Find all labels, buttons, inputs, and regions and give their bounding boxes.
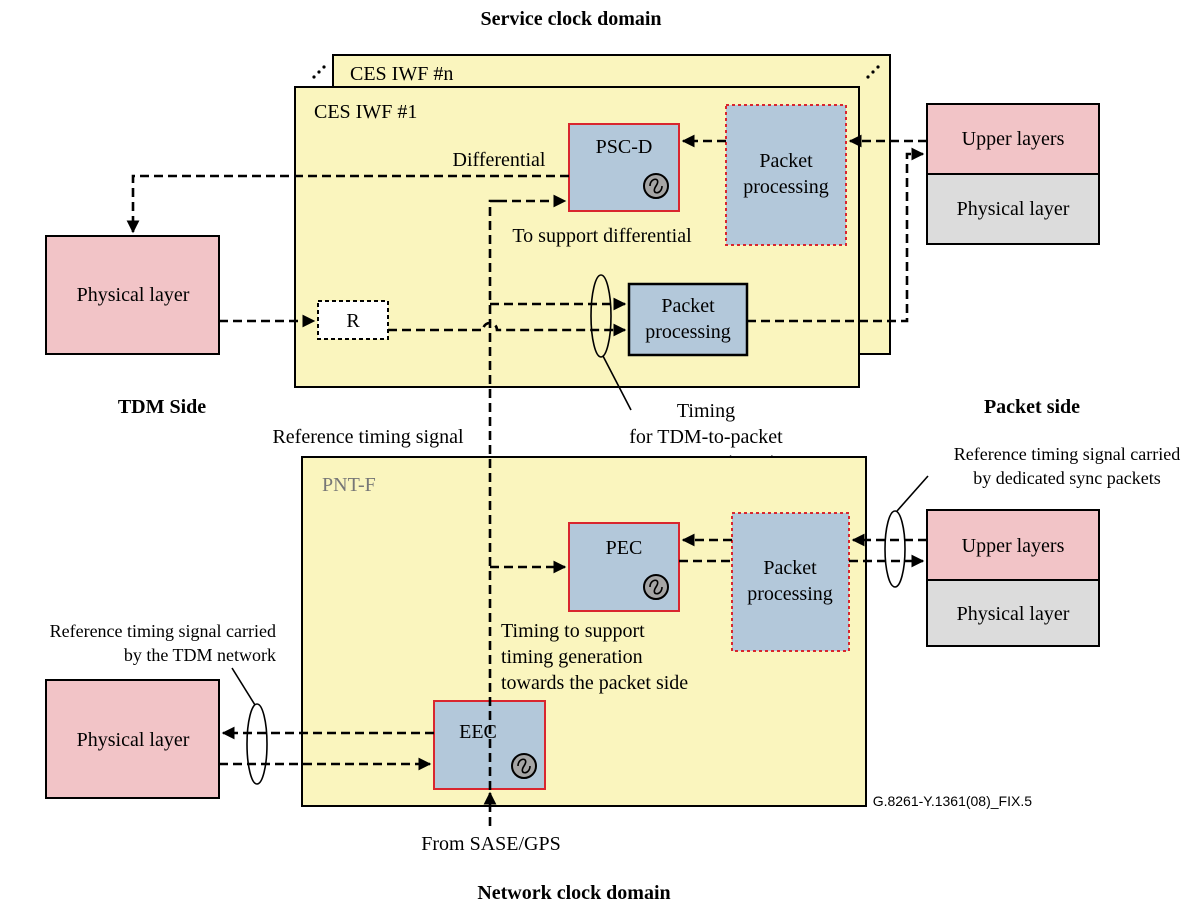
tdm-physical-layer-bottom-label: Physical layer (77, 729, 190, 751)
tdm-physical-layer-top (45, 235, 220, 355)
r-label: R (346, 310, 360, 332)
timing-leader (602, 355, 632, 411)
from-sase-gps-label: From SASE/GPS (421, 833, 561, 855)
pscd-label: PSC-D (596, 136, 653, 158)
pntf-label: PNT-F (322, 474, 376, 496)
packet-side-label: Packet side (984, 396, 1080, 418)
reference-timing-vertical (488, 199, 498, 790)
physical-layer-bottom-right (926, 579, 1100, 647)
ref-tdm-network-line2: by the TDM network (124, 645, 276, 665)
pp-to-upper-arrow (747, 147, 925, 323)
tdm-physical-layer-top-label: Physical layer (77, 284, 190, 306)
differential-arrow (126, 174, 569, 234)
timing-support-line3: towards the packet side (501, 672, 688, 694)
to-support-differential-label: To support differential (512, 225, 692, 247)
timing-ellipse (590, 274, 612, 358)
ces-iwf-n-label: CES IWF #n (350, 63, 453, 85)
stack-dots-left (312, 65, 326, 79)
pec-label: PEC (606, 537, 643, 559)
tdm-network-leader (231, 667, 256, 706)
ref-sync-packets-line1: Reference timing signal carried (954, 444, 1180, 464)
service-clock-domain-title: Service clock domain (480, 8, 661, 30)
packet-processing-middle (627, 282, 749, 357)
packet-processing-top-l1: Packet (759, 150, 813, 172)
ref-tdm-network-line1: Reference timing signal carried (50, 621, 276, 641)
physical-layer-top-right (926, 173, 1100, 245)
physical-layer-top-right-label: Physical layer (957, 198, 1070, 220)
packet-processing-top-l2: processing (743, 176, 829, 198)
packet-processing-bottom-l2: processing (747, 583, 833, 605)
reference-timing-signal-label: Reference timing signal (272, 426, 463, 448)
packet-processing-middle-l1: Packet (661, 295, 715, 317)
ces-iwf-1-label: CES IWF #1 (314, 101, 417, 123)
packet-processing-bottom-l1: Packet (763, 557, 817, 579)
differential-label: Differential (453, 149, 546, 171)
stack-dots-right (866, 65, 880, 79)
sync-packets-leader (896, 475, 929, 512)
sync-packets-ellipse (884, 510, 906, 588)
tdm-physical-layer-bottom (45, 679, 220, 799)
timing-note-line1: Timing (677, 400, 735, 422)
network-clock-domain-title: Network clock domain (477, 882, 670, 904)
packet-processing-top (725, 104, 847, 246)
timing-support-line2: timing generation (501, 646, 643, 668)
packet-processing-bottom (731, 512, 850, 652)
timing-support-line1: Timing to support (501, 620, 645, 642)
pec-oscillator-icon (643, 574, 669, 600)
tdm-side-label: TDM Side (118, 396, 206, 418)
ref-sync-packets-line2: by dedicated sync packets (973, 468, 1160, 488)
figure-id-label: G.8261-Y.1361(08)_FIX.5 (873, 793, 1033, 809)
timing-note-line2: for TDM-to-packet (629, 426, 783, 448)
packet-processing-middle-l2: processing (645, 321, 731, 343)
physical-layer-bottom-right-label: Physical layer (957, 603, 1070, 625)
tdm-network-ellipse (246, 703, 268, 785)
upper-layers-top-label: Upper layers (962, 128, 1065, 150)
upper-layers-bottom-label: Upper layers (962, 535, 1065, 557)
eec-label: EEC (459, 721, 497, 743)
eec-oscillator-icon (511, 753, 537, 779)
pscd-oscillator-icon (643, 173, 669, 199)
r-block (317, 300, 389, 340)
